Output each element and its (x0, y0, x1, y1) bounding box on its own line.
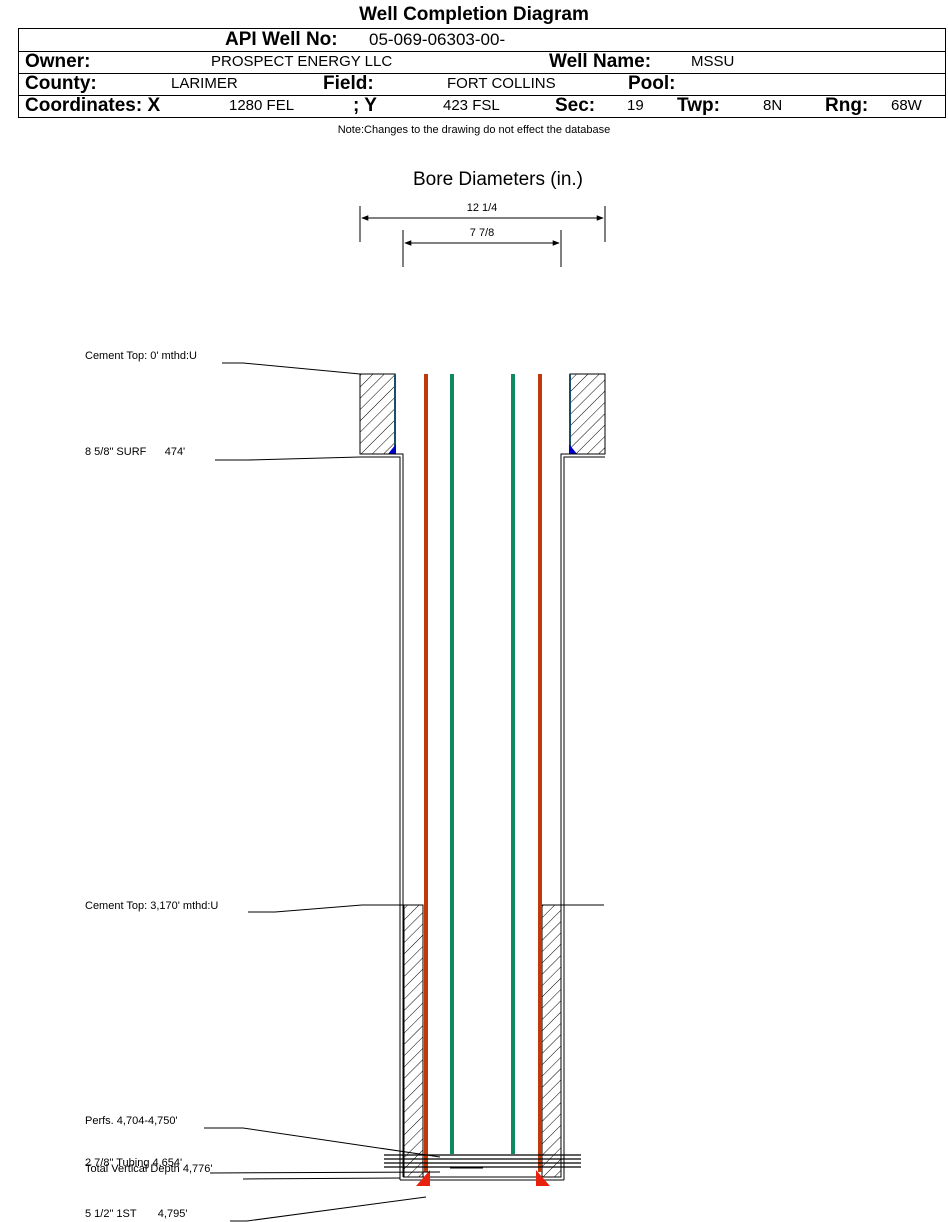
rng-value: 68W (891, 97, 922, 114)
production-cement (403, 904, 562, 1178)
production-casing (416, 374, 550, 1186)
well-name-value: MSSU (691, 53, 735, 70)
county-label: County: (25, 73, 97, 94)
bore-dimension-outer: 12 1/4 (359, 202, 606, 242)
perforations (384, 1154, 581, 1168)
surface-shoe-left (388, 444, 396, 454)
twp-value: 8N (763, 97, 783, 114)
cement-top-surface-label: Cement Top: 0' mthd:U (85, 350, 197, 362)
field-value: FORT COLLINS (447, 75, 556, 92)
api-row: API Well No: 05-069-06303-00- (19, 29, 945, 52)
coord-x-value: 1280 FEL (229, 97, 295, 114)
bore-inner-label: 7 7/8 (470, 227, 494, 239)
pool-label: Pool: (628, 73, 676, 94)
database-note: Note:Changes to the drawing do not effec… (337, 124, 611, 136)
bore-outer-label: 12 1/4 (467, 202, 498, 214)
production-shoe-left (416, 1170, 430, 1186)
coord-y-value: 423 FSL (443, 97, 500, 114)
bore-diameters-title: Bore Diameters (in.) (413, 169, 583, 190)
coord-x-label: Coordinates: X (25, 95, 161, 116)
coordinates-row: Coordinates: X 1280 FEL ; Y 423 FSL Sec:… (19, 95, 945, 117)
hole-walls (360, 453, 605, 1181)
surface-cement (359, 373, 606, 455)
twp-label: Twp: (677, 95, 720, 116)
bore-dimension-inner: 7 7/8 (402, 227, 562, 267)
field-label: Field: (323, 73, 374, 94)
surface-shoe-right (569, 444, 577, 454)
api-label: API Well No: (225, 29, 338, 50)
surface-casing-label: 8 5/8" SURF 474' (85, 446, 185, 458)
tubing (450, 374, 515, 1154)
rng-label: Rng: (825, 95, 869, 116)
owner-value: PROSPECT ENERGY LLC (211, 53, 393, 70)
total-depth-label: Total Vertical Depth 4,776' (85, 1163, 212, 1175)
diagram-title: Well Completion Diagram (359, 4, 589, 25)
cement-top-production-label: Cement Top: 3,170' mthd:U (85, 900, 218, 912)
surface-casing (388, 374, 577, 454)
production-shoe-right (536, 1170, 550, 1186)
coord-y-label: ; Y (353, 95, 377, 116)
perforations-label: Perfs. 4,704-4,750' (85, 1115, 178, 1127)
owner-row: Owner: PROSPECT ENERGY LLC Well Name: MS… (19, 51, 945, 74)
owner-label: Owner: (25, 51, 91, 72)
production-casing-label: 5 1/2" 1ST 4,795' (85, 1208, 187, 1220)
county-value: LARIMER (171, 75, 238, 92)
api-value: 05-069-06303-00- (369, 30, 506, 49)
sec-label: Sec: (555, 95, 596, 116)
sec-value: 19 (627, 97, 644, 114)
tubing-label: 2 7/8" Tubing 4,654' (85, 1157, 182, 1169)
well-info-table: API Well No: 05-069-06303-00- Owner: PRO… (18, 28, 946, 118)
county-row: County: LARIMER Field: FORT COLLINS Pool… (19, 73, 945, 96)
leader-lines (204, 362, 604, 1222)
well-name-label: Well Name: (549, 51, 652, 72)
